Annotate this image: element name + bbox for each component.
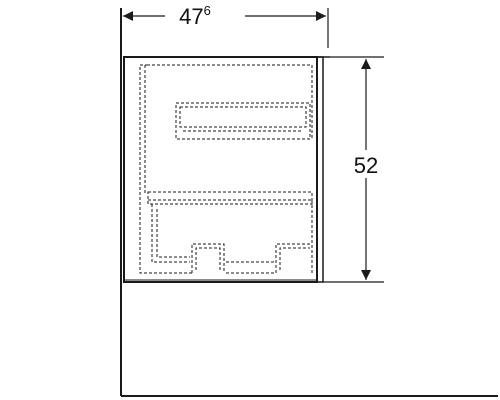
upper-drawer [175,102,311,140]
inner-outline [139,64,313,274]
lower-drawer [147,191,313,205]
hidden-lines [139,64,313,274]
height-label: 52 [354,153,378,178]
lower-drawer-body [151,204,190,263]
width-value: 47 [179,4,203,29]
wall-line [120,8,498,397]
siphon-cutout-left [191,243,225,273]
siphon-cutout-right [275,243,312,273]
cabinet-body [123,56,330,283]
width-label-bg [165,4,245,28]
width-label: 476 [179,3,211,29]
height-label-bg [346,150,386,178]
width-superscript: 6 [204,3,211,18]
upper-drawer-inner [179,106,307,128]
